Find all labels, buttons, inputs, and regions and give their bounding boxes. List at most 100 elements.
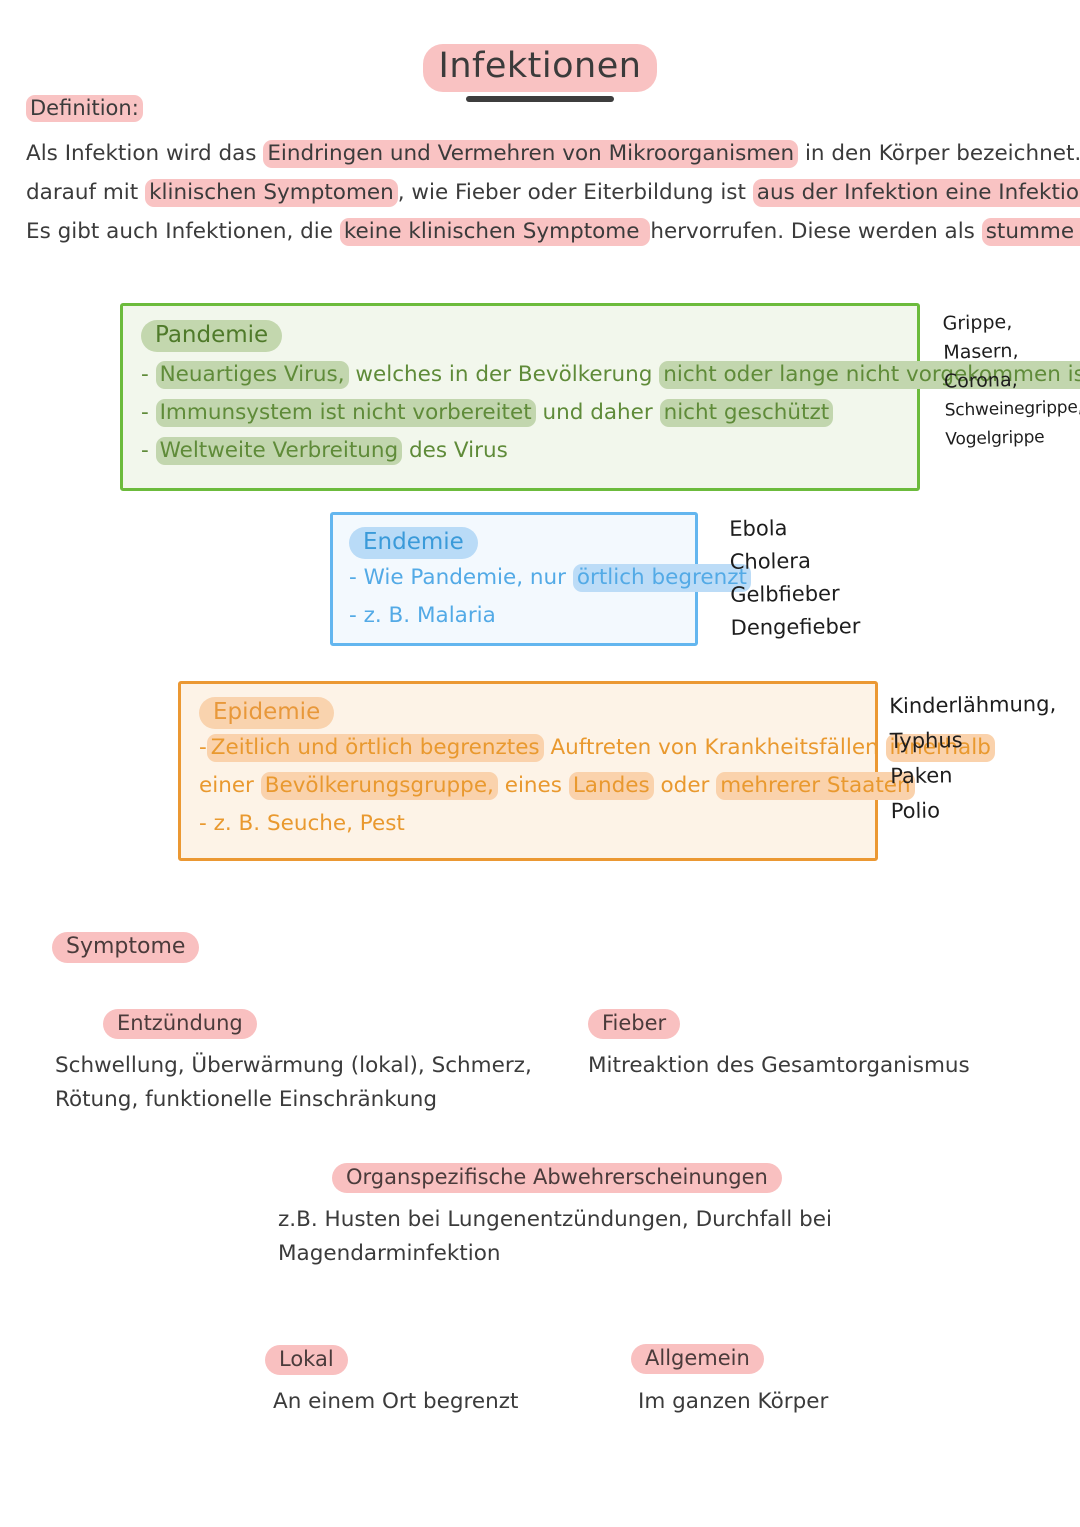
concept-bullet: einer Bevölkerungsgruppe, eines Landes o… (199, 767, 915, 805)
concept-box-endemie: Endemie - Wie Pandemie, nur örtlich begr… (330, 512, 751, 646)
text-line: An einem Ort begrenzt (273, 1389, 519, 1414)
side-note-line: Kinderlähmung, (889, 691, 1057, 719)
definition-line: darauf mit klinischen Symptomen, wie Fie… (26, 173, 1080, 212)
plain-text: welches in der Bevölkerung (348, 362, 660, 388)
symptom-badge-fieber-text: Fieber (588, 1009, 681, 1040)
symptom-badge-fieber: Fieber (588, 1009, 681, 1040)
text-line: z.B. Husten bei Lungenentzündungen, Durc… (278, 1207, 832, 1266)
plain-text: oder (653, 773, 717, 799)
plain-text: - (141, 362, 156, 388)
plain-text: - z. B. Malaria (349, 603, 496, 629)
symptom-badge-entzuendung: Entzündung (103, 1009, 257, 1040)
side-note-line: Gelbfieber (730, 581, 840, 607)
symptom-badge-lokal-text: Lokal (265, 1345, 348, 1376)
concept-bullets-endemie: - Wie Pandemie, nur örtlich begrenzt - z.… (349, 559, 751, 635)
side-note-line: Corona, (943, 368, 1018, 393)
concept-bullet: - z. B. Malaria (349, 597, 695, 635)
plain-text: Als Infektion wird das (26, 141, 264, 166)
definition-line: Es gibt auch Infektionen, die keine klin… (26, 212, 1080, 251)
highlighted-text: Weltweite Verbreitung (155, 437, 403, 466)
plain-text: Es gibt auch Infektionen, die (26, 219, 340, 244)
concept-bullet: -Zeitlich und örtlich begrenztes Auftret… (199, 729, 995, 767)
concept-title-endemie: Endemie (349, 527, 478, 560)
plain-text: in den Körper bezeichnet. (798, 141, 1080, 166)
definition-line: Als Infektion wird das Eindringen und Ve… (26, 134, 1080, 173)
highlighted-text: Zeitlich und örtlich begrenztes (206, 734, 544, 763)
highlighted-text: stumme Infektionen (981, 218, 1080, 246)
highlighted-text: Landes (568, 772, 654, 801)
symptom-text-entzuendung: Schwellung, Überwärmung (lokal), Schmerz… (55, 1049, 575, 1117)
plain-text: - z. B. Seuche, Pest (199, 811, 405, 837)
symptom-badge-allgemein-text: Allgemein (631, 1344, 764, 1375)
side-note-pandemie: Grippe, Masern, Corona, Schweinegrippe, Voge… (942, 306, 1080, 454)
side-note-line: Paken (890, 763, 953, 789)
side-note-line: Schweinegrippe, (944, 397, 1080, 421)
symptom-text-lokal: An einem Ort begrenzt (273, 1385, 519, 1419)
highlighted-text: Immunsystem ist nicht vorbereitet (155, 399, 536, 428)
highlighted-text: nicht oder lange nicht vorgekommen ist (659, 361, 1080, 390)
symptom-badge-allgemein: Allgemein (631, 1344, 764, 1375)
symptom-text-allgemein: Im ganzen Körper (638, 1385, 828, 1419)
concept-bullet: - Neuartiges Virus, welches in der Bevöl… (141, 356, 1080, 394)
symptom-badge-entzuendung-text: Entzündung (103, 1009, 257, 1040)
symptom-badge-organspezifisch-text: Organspezifische Abwehrerscheinungen (332, 1163, 782, 1194)
plain-text: einer (199, 773, 261, 799)
highlighted-text: örtlich begrenzt (572, 564, 751, 593)
highlighted-text: klinischen Symptomen (145, 179, 398, 207)
side-note-line: Masern, (943, 339, 1019, 364)
symptome-heading: Symptome (52, 932, 200, 964)
side-note-line: Cholera (729, 548, 812, 574)
highlighted-text: keine klinischen Symptome (339, 218, 651, 246)
highlighted-text: innerhalb (885, 734, 995, 763)
concept-bullet: - z. B. Seuche, Pest (199, 805, 875, 843)
highlighted-text: Eindringen und Vermehren von Mikroorgani… (263, 140, 799, 168)
plain-text: , wie Fieber oder Eiterbildung ist (397, 180, 753, 205)
plain-text: und daher (535, 400, 660, 426)
text-line: Mitreaktion des Gesamtorganismus (588, 1053, 970, 1078)
definition-label-text: Definition: (26, 95, 143, 122)
symptom-text-fieber: Mitreaktion des Gesamtorganismus (588, 1049, 1028, 1083)
concept-bullet: - Weltweite Verbreitung des Virus (141, 432, 917, 470)
plain-text: Auftreten von Krankheitsfällen (543, 735, 886, 761)
text-line: Im ganzen Körper (638, 1389, 829, 1414)
concept-title-epidemie: Epidemie (199, 697, 335, 730)
page-title: Infektionen (422, 44, 658, 92)
side-note-line: Ebola (729, 516, 788, 541)
side-note-line: Grippe, (942, 311, 1013, 335)
definition-paragraph: Als Infektion wird das Eindringen und Ve… (26, 134, 1080, 251)
concept-title-pandemie: Pandemie (141, 320, 283, 353)
plain-text: - (199, 735, 207, 761)
symptom-badge-lokal: Lokal (265, 1345, 348, 1376)
plain-text: darauf mit (26, 180, 146, 205)
concept-bullet: - Immunsystem ist nicht vorbereitet und … (141, 394, 917, 432)
symptome-heading-text: Symptome (52, 932, 200, 964)
highlighted-text: Bevölkerungsgruppe, (260, 772, 498, 801)
concept-bullet: - Wie Pandemie, nur örtlich begrenzt (349, 559, 751, 597)
plain-text: eines (497, 773, 569, 799)
plain-text: des Virus (402, 438, 508, 464)
side-note-line: Dengefieber (730, 614, 861, 640)
definition-label: Definition: (26, 95, 143, 122)
highlighted-text: mehrerer Staaten (716, 772, 915, 801)
highlighted-text: Neuartiges Virus, (155, 361, 349, 390)
concept-bullets-pandemie: - Neuartiges Virus, welches in der Bevöl… (141, 356, 1080, 470)
concept-box-epidemie: Epidemie -Zeitlich und örtlich begrenzte… (178, 681, 995, 861)
concept-bullets-epidemie: -Zeitlich und örtlich begrenztes Auftret… (199, 729, 995, 843)
plain-text: - Wie Pandemie, nur (349, 565, 573, 591)
symptom-badge-organspezifisch: Organspezifische Abwehrerscheinungen (332, 1163, 782, 1194)
text-line: Schwellung, Überwärmung (lokal), Schmerz… (55, 1053, 532, 1078)
plain-text: - (141, 438, 156, 464)
side-note-line: Vogelgrippe (945, 427, 1045, 450)
concept-box-pandemie: Pandemie - Neuartiges Virus, welches in … (120, 303, 1080, 491)
plain-text: - (141, 400, 156, 426)
page-title-wrap: Infektionen (0, 44, 1080, 102)
plain-text: hervorrufen. Diese werden als (650, 219, 982, 244)
side-note-line: Typhus (889, 728, 963, 754)
title-underline (466, 96, 614, 102)
highlighted-text: aus der Infektion eine Infektionskrankhe… (752, 179, 1080, 207)
side-note-line: Polio (890, 798, 941, 824)
highlighted-text: nicht geschützt (659, 399, 834, 428)
